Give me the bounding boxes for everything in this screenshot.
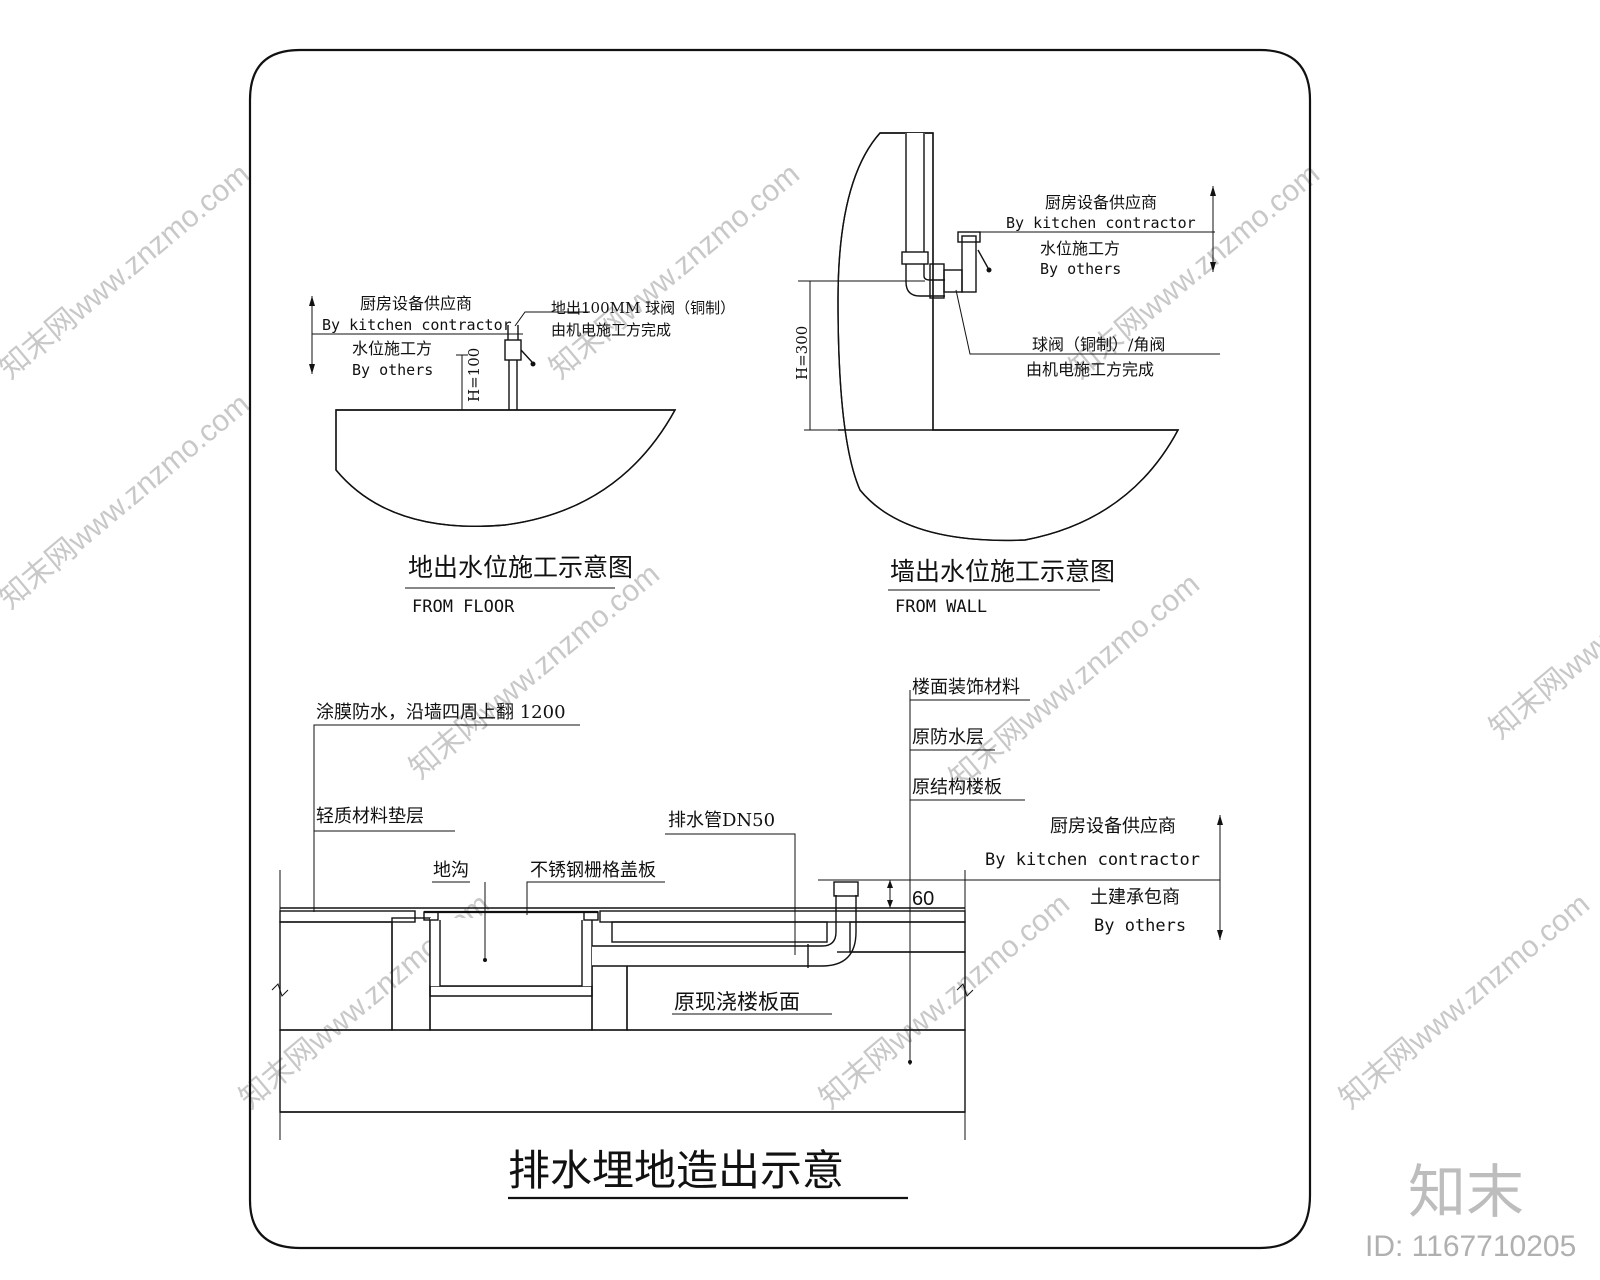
drain-floor-finish-label: 楼面装饰材料 bbox=[912, 677, 1020, 698]
drain-title: 排水埋地造出示意 bbox=[508, 1146, 844, 1195]
drain-civil-cn: 土建承包商 bbox=[1090, 887, 1180, 908]
watermark-text: 知末网www.znzmo.com bbox=[403, 558, 666, 786]
drain-civil-en: By others bbox=[1094, 916, 1186, 936]
watermark-text: 知末网www.znzmo.com bbox=[0, 388, 256, 616]
watermark-text: 知末网www.znzmo.com bbox=[543, 158, 806, 386]
drain-dim-60: 60 bbox=[912, 888, 934, 910]
wall-others-en: By others bbox=[1040, 260, 1121, 278]
wall-outlet-detail: H=300 厨房设备供应商 By kitchen contractor 水位施工… bbox=[793, 132, 1220, 617]
wall-supplier-en: By kitchen contractor bbox=[1006, 214, 1196, 232]
drawing-frame bbox=[248, 48, 1312, 1250]
drain-waterproof-label: 涂膜防水，沿墙四周上翻 1200 bbox=[316, 702, 566, 723]
floor-others-en: By others bbox=[352, 361, 433, 379]
drain-trench-label: 地沟 bbox=[433, 860, 469, 881]
floor-others-cn: 水位施工方 bbox=[352, 339, 432, 358]
watermark-layer: 知末网www.znzmo.com 知末网www.znzmo.com 知末网www… bbox=[0, 158, 1600, 1116]
wall-height-dim: H=300 bbox=[793, 326, 811, 380]
floor-valve-note-2: 由机电施工方完成 bbox=[551, 321, 671, 339]
drain-pipe-label: 排水管DN50 bbox=[668, 810, 775, 831]
floor-title-en: FROM FLOOR bbox=[412, 597, 515, 617]
drain-orig-waterproof-label: 原防水层 bbox=[912, 727, 984, 748]
watermark-text: 知末网www.znzmo.com bbox=[0, 158, 256, 386]
drain-burial-detail: 涂膜防水，沿墙四周上翻 1200 轻质材料垫层 地沟 不锈钢栅格盖板 排水管DN… bbox=[271, 677, 1223, 1200]
wall-others-cn: 水位施工方 bbox=[1040, 239, 1120, 258]
drain-lightweight-label: 轻质材料垫层 bbox=[316, 806, 424, 827]
wall-title-cn: 墙出水位施工示意图 bbox=[890, 557, 1115, 586]
floor-height-dim: H=100 bbox=[465, 348, 483, 402]
wall-title-en: FROM WALL bbox=[895, 597, 987, 617]
drain-orig-slab-label: 原结构楼板 bbox=[912, 777, 1002, 798]
floor-outlet-detail: H=100 厨房设备供应商 By kitchen contractor 水位施工… bbox=[309, 294, 735, 617]
brand-watermark: 知末 bbox=[1408, 1160, 1524, 1225]
wall-valve-note-1: 球阀（铜制）/角阀 bbox=[1032, 335, 1165, 354]
floor-title-cn: 地出水位施工示意图 bbox=[408, 553, 633, 582]
id-label: ID: 1167710205 bbox=[1365, 1230, 1576, 1263]
floor-supplier-cn: 厨房设备供应商 bbox=[360, 294, 472, 313]
drain-grating-label: 不锈钢栅格盖板 bbox=[530, 860, 656, 881]
wall-supplier-cn: 厨房设备供应商 bbox=[1045, 193, 1157, 212]
floor-valve-note-1: 地出100MM 球阀（铜制） bbox=[551, 299, 735, 317]
floor-supplier-en: By kitchen contractor bbox=[322, 316, 512, 334]
drain-cast-slab-label: 原现浇楼板面 bbox=[674, 990, 800, 1014]
drain-supplier-en: By kitchen contractor bbox=[985, 850, 1200, 870]
watermark-text: 知末网www.znzmo.com bbox=[1333, 888, 1596, 1116]
watermark-text: 知末网www.znzmo.com bbox=[1483, 518, 1600, 746]
wall-valve-note-2: 由机电施工方完成 bbox=[1026, 360, 1154, 379]
drain-supplier-cn: 厨房设备供应商 bbox=[1050, 816, 1176, 837]
